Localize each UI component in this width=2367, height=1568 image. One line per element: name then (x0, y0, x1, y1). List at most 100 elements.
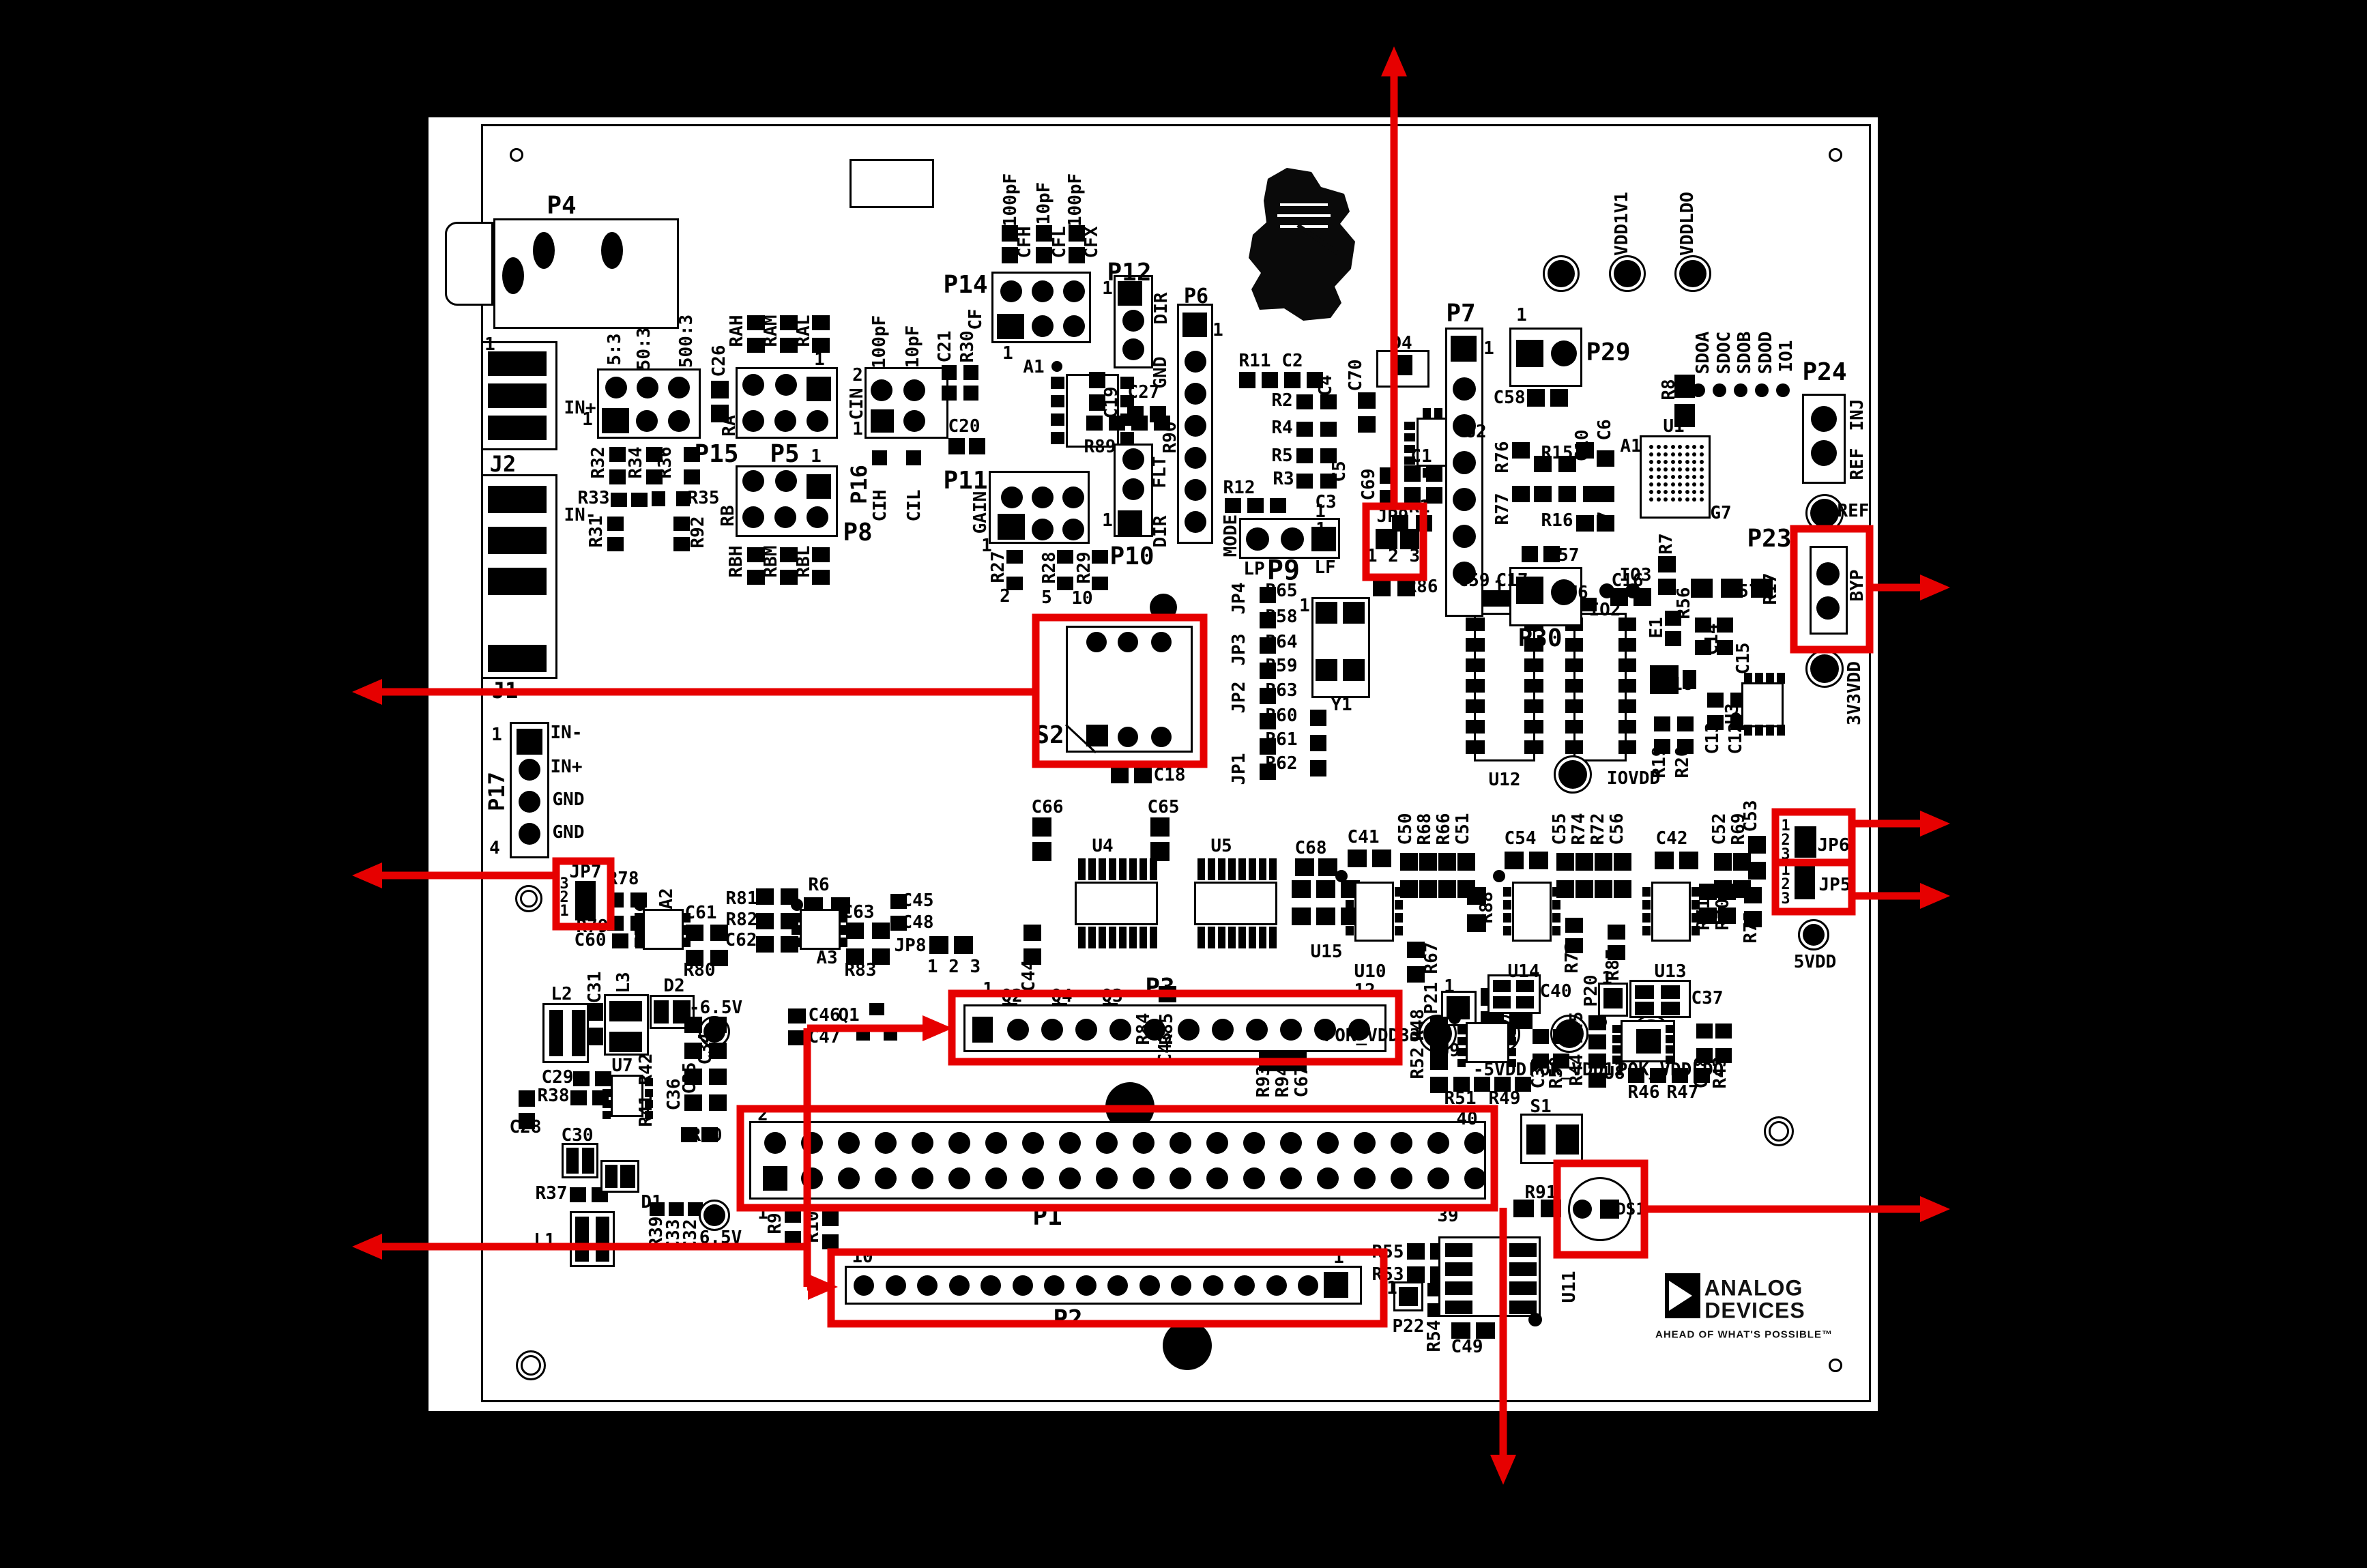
pad (1565, 740, 1583, 754)
pad (605, 1165, 618, 1188)
u1-ic (1640, 435, 1711, 519)
pad (1320, 448, 1337, 463)
pad (1509, 1301, 1537, 1314)
pad (709, 1069, 727, 1085)
pad (570, 1187, 586, 1202)
silkscreen-label-cih: CIH (870, 489, 890, 522)
pad (1089, 372, 1105, 388)
silkscreen-label-u14: U14 (1507, 961, 1540, 982)
silkscreen-label-in-: IN+ (564, 398, 596, 418)
pad (1051, 395, 1064, 407)
silkscreen-label-r47: R47 (1666, 1082, 1699, 1103)
pad (1118, 510, 1142, 535)
silkscreen-label-6-5v: 6.5V (699, 1228, 742, 1248)
u14-ic (1512, 882, 1552, 942)
pin-hole (948, 1275, 970, 1296)
pin-hole (519, 791, 540, 813)
pad (1674, 404, 1695, 427)
silkscreen-label-c70: C70 (1346, 359, 1366, 392)
pad (1099, 927, 1106, 948)
pad (846, 948, 864, 965)
silkscreen-label-1: 1 (1516, 305, 1527, 325)
silkscreen-label-10: 10 (852, 1247, 873, 1267)
silkscreen-label-r85: R85 (1157, 1013, 1177, 1045)
bga-dot (1664, 475, 1668, 479)
pad (1404, 433, 1415, 441)
a3-ic (800, 909, 841, 950)
pad (788, 1008, 806, 1023)
silkscreen-label-r17: R17 (1760, 572, 1781, 605)
bga-dot (1649, 445, 1653, 449)
silkscreen-label-5-3: 5:3 (605, 333, 625, 366)
pad (1023, 925, 1041, 941)
pin-hole (1317, 1132, 1339, 1154)
p23-header (1810, 546, 1848, 635)
silkscreen-label-10: 10 (1071, 588, 1093, 609)
pad (1677, 739, 1694, 754)
silkscreen-label-c38: C38 (1691, 1056, 1712, 1089)
pad (684, 469, 700, 484)
bga-dot (1670, 445, 1675, 449)
pad (1051, 377, 1064, 389)
silkscreen-label-r71: R71 (1694, 898, 1714, 931)
pad (1717, 618, 1733, 633)
pin-hole (917, 1275, 938, 1296)
silkscreen-label-c56: C56 (1607, 813, 1627, 845)
pad (1795, 865, 1815, 899)
pad-oval (601, 232, 623, 269)
pad (1565, 658, 1583, 672)
pad (839, 938, 847, 947)
pad (1051, 413, 1064, 426)
silkscreen-label-r2: R2 (1271, 390, 1293, 411)
pin-hole (1246, 527, 1269, 551)
pin-hole (1811, 406, 1837, 432)
pin-hole (912, 1167, 933, 1189)
silkscreen-label-r4: R4 (1271, 418, 1293, 438)
pin-hole (775, 470, 797, 492)
silkscreen-label-r20: R20 (1672, 746, 1693, 779)
pin-hole (1185, 415, 1206, 437)
pin-hole (1032, 315, 1054, 337)
pad (785, 1231, 801, 1246)
silkscreen-label-iovdd: IOVDD (1606, 768, 1661, 789)
bga-dot (1678, 452, 1682, 456)
silkscreen-label-c51: C51 (1453, 813, 1473, 845)
pad (1239, 372, 1255, 388)
silkscreen-label-c31: C31 (585, 971, 605, 1004)
pad (701, 1127, 718, 1142)
pad (1006, 577, 1023, 590)
pad (611, 493, 627, 507)
pad (756, 913, 774, 929)
silkscreen-label-c19: C19 (1101, 386, 1122, 419)
pin-hole (1391, 1132, 1412, 1154)
pad (1380, 490, 1397, 506)
pad (1522, 546, 1538, 562)
pad (684, 1094, 702, 1111)
silkscreen-label-r72: R72 (1588, 813, 1608, 845)
pad (1426, 465, 1442, 482)
pad (1755, 725, 1763, 736)
pad (780, 570, 798, 585)
pad (747, 338, 765, 353)
bga-dot (1656, 497, 1661, 502)
bga-dot (1670, 490, 1675, 494)
pad (549, 1010, 563, 1056)
bga-dot (1649, 475, 1653, 479)
pin-hole (1464, 1167, 1486, 1189)
silkscreen-label-c55: C55 (1550, 813, 1570, 845)
pin-hole (903, 379, 925, 401)
mount-hole (520, 890, 538, 908)
pad (1691, 926, 1700, 935)
silkscreen-label-g7: G7 (1710, 503, 1732, 523)
pad (1658, 579, 1676, 595)
pad (488, 486, 547, 513)
pin-hole (1551, 579, 1577, 605)
silkscreen-label-5vdd: 5VDD (1793, 952, 1837, 972)
silkscreen-label-u6: U6 (1567, 583, 1588, 603)
pad (1218, 858, 1225, 880)
pad (609, 1001, 642, 1021)
pad (1407, 966, 1425, 983)
pad (1260, 688, 1276, 704)
pad (1111, 766, 1129, 783)
pad (1795, 826, 1816, 858)
